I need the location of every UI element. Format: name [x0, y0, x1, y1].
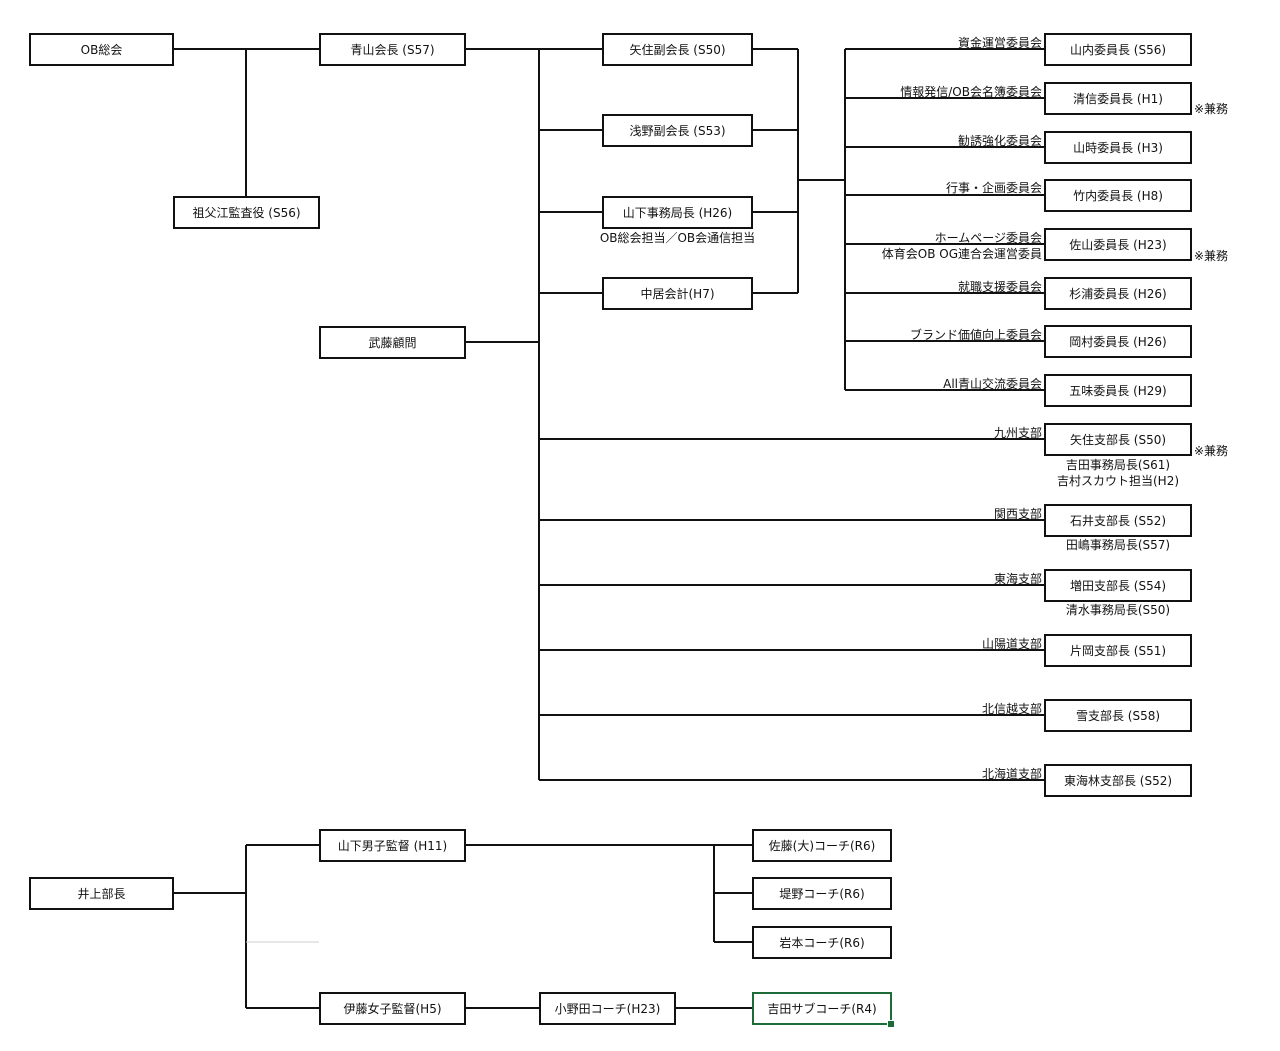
- box-men-coach-yamashita: 山下男子監督 (H11): [319, 829, 466, 862]
- label-committee-all-aoyama: All青山交流委員会: [943, 377, 1042, 391]
- box-chair-yamauchi: 山内委員長 (S56): [1044, 33, 1192, 66]
- box-chair-yamatoki: 山時委員長 (H3): [1044, 131, 1192, 164]
- label-committee-shushoku: 就職支援委員会: [957, 280, 1042, 294]
- box-branch-head-yuki: 雪支部長 (S58): [1044, 699, 1192, 732]
- label-committee-brand: ブランド価値向上委員会: [909, 328, 1042, 342]
- label-branch-kyushu: 九州支部: [993, 426, 1042, 440]
- box-chair-sugiura: 杉浦委員長 (H26): [1044, 277, 1192, 310]
- box-branch-head-ishii: 石井支部長 (S52): [1044, 504, 1192, 537]
- box-branch-head-yazumi: 矢住支部長 (S50): [1044, 423, 1192, 456]
- label-branch-sanyodo: 山陽道支部: [981, 637, 1042, 651]
- note-kenmu-sayama: ※兼務: [1194, 249, 1229, 263]
- note-kenmu-yazumi: ※兼務: [1194, 444, 1229, 458]
- label-branch-hokkaido: 北海道支部: [981, 767, 1042, 781]
- label-branch-secretary-shimizu: 清水事務局長(S50): [1065, 603, 1171, 617]
- label-committee-taiikukai: 体育会OB OG連合会運営委員: [881, 247, 1042, 261]
- note-kenmu-kiyonobu: ※兼務: [1194, 102, 1229, 116]
- label-committee-gyoji: 行事・企画委員会: [945, 181, 1042, 195]
- box-branch-head-tokairin: 東海林支部長 (S52): [1044, 764, 1192, 797]
- box-ob-general-meeting: OB総会: [29, 33, 174, 66]
- label-branch-secretary-tajima: 田嶋事務局長(S57): [1065, 538, 1171, 552]
- box-coach-iwamoto: 岩本コーチ(R6): [752, 926, 892, 959]
- box-director-inoue: 井上部長: [29, 877, 174, 910]
- box-chair-gomi: 五味委員長 (H29): [1044, 374, 1192, 407]
- label-committee-joho: 情報発信/OB会名簿委員会: [900, 85, 1042, 99]
- label-committee-kanyu: 勧誘強化委員会: [957, 134, 1042, 148]
- box-advisor-muto: 武藤顧問: [319, 326, 466, 359]
- label-committee-homepage: ホームページ委員会: [934, 231, 1042, 245]
- box-vp-yazumi: 矢住副会長 (S50): [602, 33, 753, 66]
- box-branch-head-masuda: 増田支部長 (S54): [1044, 569, 1192, 602]
- label-branch-tokai: 東海支部: [993, 572, 1042, 586]
- box-coach-onoda: 小野田コーチ(H23): [539, 992, 676, 1025]
- box-president-aoyama: 青山会長 (S57): [319, 33, 466, 66]
- box-secretary-yamashita: 山下事務局長 (H26): [602, 196, 753, 229]
- box-sub-coach-yoshida[interactable]: 吉田サブコーチ(R4): [752, 992, 895, 1028]
- box-auditor-sofue: 祖父江監査役 (S56): [173, 196, 320, 229]
- box-chair-okamura: 岡村委員長 (H26): [1044, 325, 1192, 358]
- label-branch-hokushinetsu: 北信越支部: [981, 702, 1042, 716]
- label-branch-secretary-yoshida: 吉田事務局長(S61): [1065, 458, 1171, 472]
- box-vp-asano: 浅野副会長 (S53): [602, 114, 753, 147]
- box-coach-sato: 佐藤(大)コーチ(R6): [752, 829, 892, 862]
- box-branch-head-kataoka: 片岡支部長 (S51): [1044, 634, 1192, 667]
- box-chair-kiyonobu: 清信委員長 (H1): [1044, 82, 1192, 115]
- box-women-coach-ito: 伊藤女子監督(H5): [319, 992, 466, 1025]
- label-scout-yoshimura: 吉村スカウト担当(H2): [1056, 474, 1180, 488]
- box-treasurer-nakai: 中居会計(H7): [602, 277, 753, 310]
- label-yamashita-duty: OB総会担当／OB会通信担当: [599, 231, 756, 245]
- label-branch-kansai: 関西支部: [993, 507, 1042, 521]
- box-coach-tsutsumino: 堤野コーチ(R6): [752, 877, 892, 910]
- label-committee-shikin: 資金運営委員会: [957, 36, 1042, 50]
- box-chair-takeuchi: 竹内委員長 (H8): [1044, 179, 1192, 212]
- box-chair-sayama: 佐山委員長 (H23): [1044, 228, 1192, 261]
